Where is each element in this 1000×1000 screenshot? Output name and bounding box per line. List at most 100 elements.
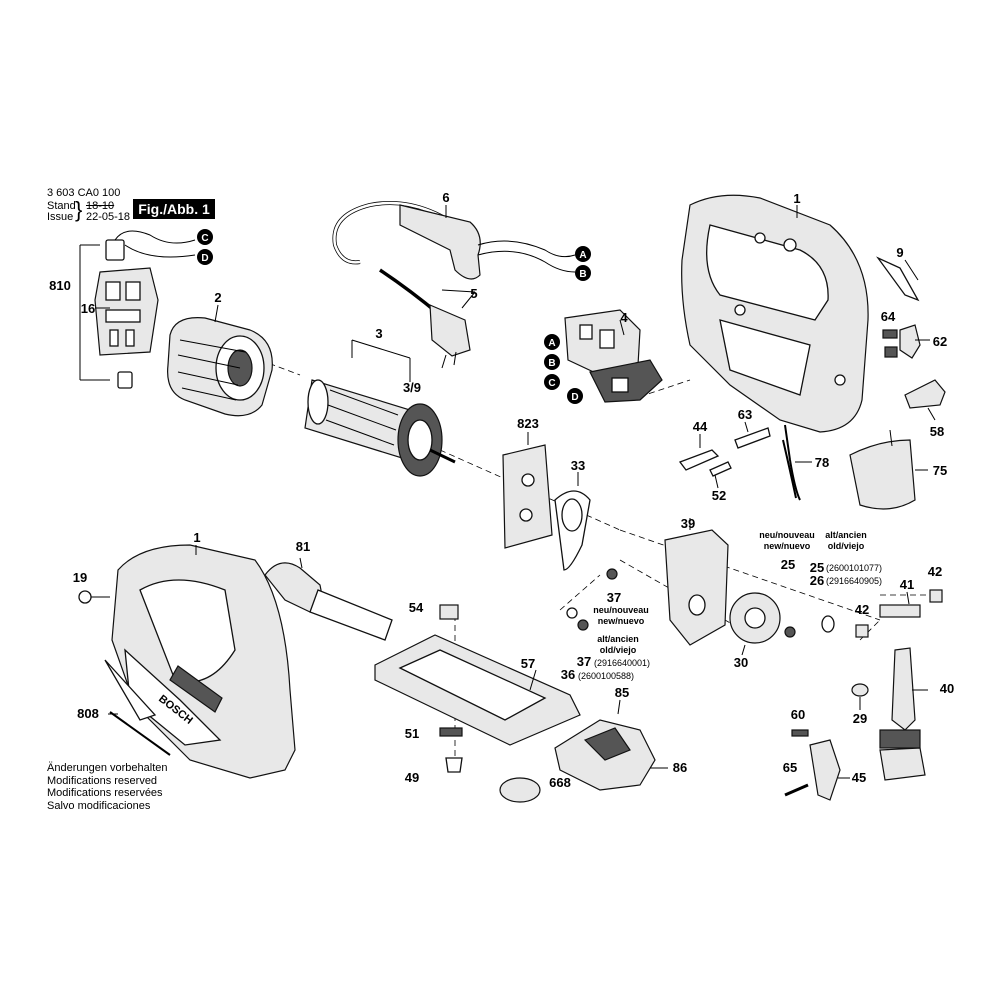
stand-label: Stand xyxy=(47,200,76,212)
callout-40: 40 xyxy=(940,681,954,696)
callout-810: 810 xyxy=(49,278,71,293)
variant-new-37-l1: neu/nouveau xyxy=(593,605,649,615)
variant-code-36: (2600100588) xyxy=(578,671,634,681)
small-parts-right xyxy=(678,256,946,510)
callout-51: 51 xyxy=(405,726,419,741)
variant-old-26-l1: alt/ancien xyxy=(825,530,867,540)
callout-25b: 25 xyxy=(810,560,824,575)
housing-body xyxy=(78,544,296,779)
callout-29: 29 xyxy=(853,711,867,726)
switch-4 xyxy=(564,309,663,403)
callout-33: 33 xyxy=(571,458,585,473)
note-line: Modifications reservées xyxy=(47,787,163,799)
callout-6: 6 xyxy=(442,190,449,205)
variant-new-37-l2: new/nuevo xyxy=(598,616,645,626)
power-cable xyxy=(332,201,576,369)
connector-badges: C D A B A B C D xyxy=(197,229,591,404)
connector-a xyxy=(544,334,560,350)
callout-54: 54 xyxy=(409,600,424,615)
connector-label: D xyxy=(571,392,578,403)
callout-39: 39 xyxy=(681,516,695,531)
issue-date: 22-05-18 xyxy=(86,211,131,223)
notes-block: Änderungen vorbehalten Modifications res… xyxy=(47,762,167,812)
callout-36: 36 xyxy=(561,667,575,682)
connector-d xyxy=(567,388,583,404)
armature xyxy=(304,339,456,477)
part-number: 3 603 CA0 100 xyxy=(47,187,121,199)
callout-86: 86 xyxy=(673,760,687,775)
callout-19: 19 xyxy=(73,570,87,585)
plunger-guide xyxy=(264,557,393,641)
callout-42b: 42 xyxy=(855,602,869,617)
callout-63: 63 xyxy=(738,407,752,422)
callout-1-body: 1 xyxy=(193,530,200,545)
variant-old-36-l2: old/viejo xyxy=(600,645,637,655)
callout-60: 60 xyxy=(791,707,805,722)
base-plate xyxy=(374,604,581,773)
connector-c xyxy=(544,374,560,390)
connector-c xyxy=(197,229,213,245)
variant-old-26-l2: old/viejo xyxy=(828,541,865,551)
callout-823: 823 xyxy=(517,416,539,431)
variant-code-25: (2600101077) xyxy=(826,563,882,573)
callout-75: 75 xyxy=(933,463,947,478)
connector-d xyxy=(197,249,213,265)
issue-label: Issue xyxy=(47,211,74,223)
callout-58: 58 xyxy=(930,424,944,439)
stand-date: 18-10 xyxy=(86,200,115,212)
switch-assembly xyxy=(79,230,196,389)
callout-49: 49 xyxy=(405,770,419,785)
callout-3: 3 xyxy=(375,326,382,341)
figure-label: Fig./Abb. 1 xyxy=(133,199,215,219)
callout-44: 44 xyxy=(693,419,708,434)
callout-37b: 37 xyxy=(577,654,591,669)
callout-85: 85 xyxy=(615,685,629,700)
callout-65: 65 xyxy=(783,760,797,775)
callout-9: 9 xyxy=(896,245,903,260)
callout-52: 52 xyxy=(712,488,726,503)
callout-81: 81 xyxy=(296,539,310,554)
variant-notes: neu/nouveau new/nuevo alt/ancien old/vie… xyxy=(578,530,882,681)
base-shoe xyxy=(499,699,668,803)
note-line: Änderungen vorbehalten xyxy=(47,762,168,774)
callout-78: 78 xyxy=(815,455,829,470)
note-line: Salvo modificaciones xyxy=(47,799,151,812)
variant-new-25-l1: neu/nouveau xyxy=(759,530,815,540)
callout-5: 5 xyxy=(470,286,477,301)
callout-41: 41 xyxy=(900,577,914,592)
housing-top xyxy=(681,194,869,433)
variant-new-25-l2: new/nuevo xyxy=(764,541,811,551)
callout-808: 808 xyxy=(77,706,99,721)
callout-64: 64 xyxy=(881,309,896,324)
callout-668: 668 xyxy=(549,775,571,790)
connector-a xyxy=(575,246,591,262)
gear-assembly xyxy=(664,518,943,801)
callout-26: 26 xyxy=(810,573,824,588)
variant-old-36-l1: alt/ancien xyxy=(597,634,639,644)
callout-4: 4 xyxy=(620,310,628,325)
callout-62: 62 xyxy=(933,334,947,349)
callout-3-9: 3/9 xyxy=(403,380,421,395)
variant-code-26: (2916640905) xyxy=(826,576,882,586)
connector-label: A xyxy=(548,338,555,349)
callout-30: 30 xyxy=(734,655,748,670)
callout-42: 42 xyxy=(928,564,942,579)
connector-label: A xyxy=(579,250,586,261)
connector-label: C xyxy=(548,378,555,389)
callout-45: 45 xyxy=(852,770,866,785)
header-brace: } xyxy=(75,197,83,222)
bracket-823 xyxy=(502,432,618,631)
connector-b xyxy=(544,354,560,370)
callout-16: 16 xyxy=(81,301,95,316)
field-coil xyxy=(167,304,273,417)
callout-25: 25 xyxy=(781,557,795,572)
callout-1-top: 1 xyxy=(793,191,800,206)
callout-37: 37 xyxy=(607,590,621,605)
note-line: Modifications reserved xyxy=(47,774,158,787)
connector-label: C xyxy=(201,233,208,244)
callout-57: 57 xyxy=(521,656,535,671)
connector-label: B xyxy=(579,269,586,280)
variant-code-37: (2916640001) xyxy=(594,658,650,668)
callout-2: 2 xyxy=(214,290,221,305)
connector-label: B xyxy=(548,358,555,369)
